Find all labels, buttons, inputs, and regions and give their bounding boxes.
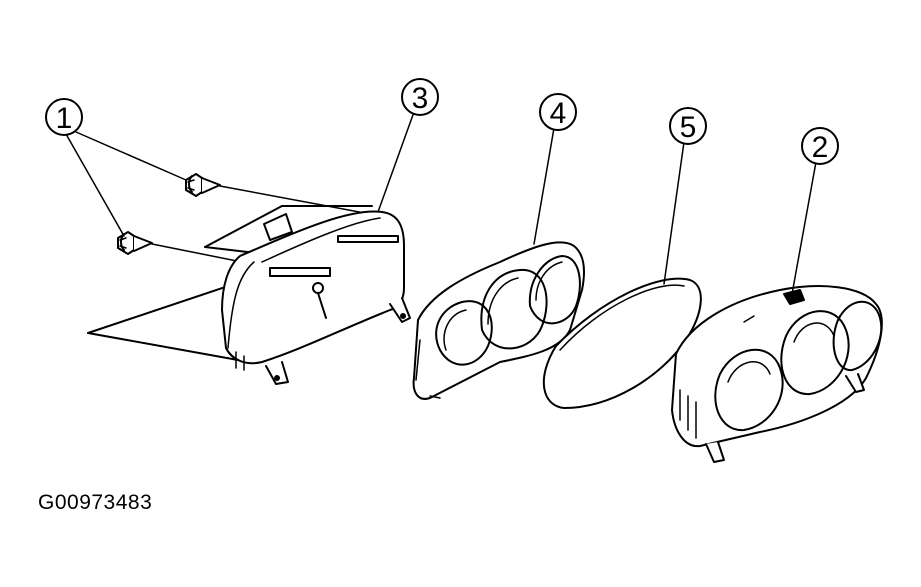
callout-2: 2 <box>801 127 839 165</box>
svg-text:5: 5 <box>680 111 697 144</box>
rear-housing <box>87 205 411 385</box>
leader-lines <box>65 111 817 295</box>
cluster-assembly <box>671 285 883 463</box>
callout-5: 5 <box>669 107 707 145</box>
mask-panel <box>412 241 585 400</box>
callout-1: 1 <box>45 98 83 136</box>
svg-text:3: 3 <box>412 82 429 115</box>
callout-4: 4 <box>539 93 577 131</box>
fastener-clip-upper <box>185 173 221 197</box>
callout-3: 3 <box>401 78 439 116</box>
svg-text:1: 1 <box>56 102 73 135</box>
svg-text:2: 2 <box>812 131 829 164</box>
figure-id: G00973483 <box>38 491 153 514</box>
svg-text:4: 4 <box>550 97 567 130</box>
fastener-clip-lower <box>117 231 153 255</box>
